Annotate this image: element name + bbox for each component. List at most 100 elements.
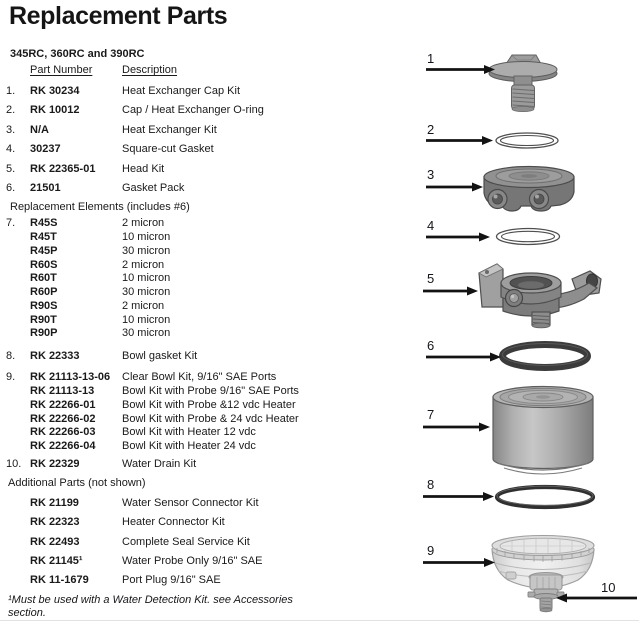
row-number: 3. (6, 123, 16, 136)
column-header-part-number: Part Number (30, 64, 93, 76)
part-description: 2 micron (122, 258, 165, 271)
part-description: Water Probe Only 9/16" SAE (122, 555, 263, 568)
part-number: 21501 (30, 181, 61, 194)
table-row: RK 22266-01 Bowl Kit with Probe &12 vdc … (6, 399, 398, 413)
callout-number: 5 (427, 271, 434, 286)
table-row: 2. RK 10012 Cap / Heat Exchanger O-ring (6, 104, 398, 123)
part-description: Cap / Heat Exchanger O-ring (122, 104, 264, 117)
table-row: R90S 2 micron (6, 300, 398, 314)
table-row: RK 22266-03 Bowl Kit with Heater 12 vdc (6, 426, 398, 440)
part-number: RK 22323 (30, 516, 80, 529)
row-number: 1. (6, 85, 16, 97)
part-description: Complete Seal Service Kit (122, 535, 250, 548)
callout-number: 9 (427, 543, 434, 558)
callout-2: 2 (426, 122, 493, 145)
part-description: 10 micron (122, 231, 171, 244)
callout-number: 2 (427, 122, 434, 137)
callout-number: 10 (601, 580, 615, 595)
arrow-icon (472, 182, 483, 192)
table-row: 8. RK 22333 Bowl gasket Kit (6, 350, 398, 369)
table-row: 4. 30237 Square-cut Gasket (6, 143, 398, 162)
callout-9: 9 (423, 543, 495, 567)
part-description: 10 micron (122, 272, 171, 285)
models-heading: 345RC, 360RC and 390RC (10, 48, 145, 60)
part-illustration-o-ring (495, 132, 559, 149)
table-row: RK 22266-04 Bowl Kit with Heater 24 vdc (6, 440, 398, 454)
part-number: R45T (30, 231, 57, 244)
part-description: 2 micron (122, 217, 165, 230)
part-description: 30 micron (122, 327, 171, 340)
part-number: R60P (30, 286, 58, 299)
row-number: 2. (6, 104, 16, 117)
callout-number: 7 (427, 407, 434, 422)
part-number: 30237 (30, 143, 61, 156)
table-row: RK 22493 Complete Seal Service Kit (6, 536, 398, 555)
table-row: 3. N/A Heat Exchanger Kit (6, 124, 398, 143)
row-number: 4. (6, 143, 16, 156)
callout-number: 4 (427, 218, 434, 233)
part-number: RK 22266-03 (30, 426, 96, 439)
row-number: 5. (6, 162, 16, 175)
part-number: R90S (30, 299, 58, 312)
part-illustration-bowl-gasket (494, 484, 596, 510)
arrow-icon (484, 558, 495, 567)
table-row: 7. R45S 2 micron (6, 217, 398, 231)
part-number: RK 22266-04 (30, 440, 96, 453)
part-description: Bowl Kit with Heater 12 vdc (122, 426, 256, 439)
part-number: RK 22329 (30, 457, 80, 470)
arrow-icon (556, 593, 567, 603)
part-illustration-cap-kit (488, 54, 558, 113)
arrow-icon (484, 65, 495, 74)
part-number: RK 22333 (30, 350, 80, 363)
part-number: RK 21113-13-06 (30, 371, 111, 384)
part-description: 30 micron (122, 244, 171, 257)
part-description: Bowl Kit with Probe &12 vdc Heater (122, 398, 296, 411)
part-illustration-clear-bowl (491, 534, 595, 591)
part-number: RK 10012 (30, 104, 80, 117)
table-row: 9. RK 21113-13-06 Clear Bowl Kit, 9/16" … (6, 371, 398, 385)
part-number: R45P (30, 244, 58, 257)
part-number: R60S (30, 258, 58, 271)
part-number: RK 21199 (30, 496, 79, 509)
table-row: RK 21113-13 Bowl Kit with Probe 9/16" SA… (6, 385, 398, 399)
table-row: 6. 21501 Gasket Pack (6, 182, 398, 201)
part-description: Clear Bowl Kit, 9/16" SAE Ports (122, 371, 277, 384)
table-row: RK 21199 Water Sensor Connector Kit (6, 497, 398, 516)
part-number: RK 21113-13 (30, 385, 95, 398)
row-number: 7. (6, 217, 16, 230)
table-row: RK 22323 Heater Connector Kit (6, 516, 398, 535)
table-row: R60S 2 micron (6, 259, 398, 273)
callout-8: 8 (423, 477, 494, 501)
callout-5: 5 (423, 271, 478, 296)
parts-table: Part Number Description 1. RK 30234 Heat… (6, 64, 398, 620)
callout-3: 3 (426, 167, 483, 192)
footnote: ¹Must be used with a Water Detection Kit… (8, 593, 293, 619)
part-description: Water Sensor Connector Kit (122, 496, 259, 509)
part-description: Bowl Kit with Heater 24 vdc (122, 440, 256, 453)
section-heading-additional-parts: Additional Parts (not shown) (8, 477, 146, 490)
part-number: RK 11-1679 (30, 574, 89, 587)
row-number: 8. (6, 350, 16, 363)
part-number: RK 22266-02 (30, 412, 96, 425)
table-header-row: Part Number Description (6, 64, 398, 85)
table-row: RK 11-1679 Port Plug 9/16" SAE (6, 574, 398, 593)
table-row: 5. RK 22365-01 Head Kit (6, 163, 398, 182)
table-row: R60P 30 micron (6, 286, 398, 300)
table-row: 1. RK 30234 Heat Exchanger Cap Kit (6, 85, 398, 104)
callout-4: 4 (426, 218, 490, 242)
part-description: 2 micron (122, 299, 165, 312)
arrow-icon (490, 352, 501, 362)
part-number: R60T (30, 272, 57, 285)
part-description: Gasket Pack (122, 181, 185, 194)
part-description: Head Kit (122, 162, 165, 175)
row-number: 9. (6, 371, 16, 384)
column-header-description: Description (122, 64, 178, 76)
table-row: R60T 10 micron (6, 272, 398, 286)
part-description: Bowl Kit with Probe & 24 vdc Heater (122, 412, 299, 425)
callout-number: 3 (427, 167, 434, 182)
part-description: Heater Connector Kit (122, 516, 225, 529)
part-description: Bowl Kit with Probe 9/16" SAE Ports (122, 385, 299, 398)
part-illustration-gasket (499, 341, 591, 371)
callout-number: 1 (427, 51, 434, 66)
part-illustration-filter-element (492, 385, 594, 475)
